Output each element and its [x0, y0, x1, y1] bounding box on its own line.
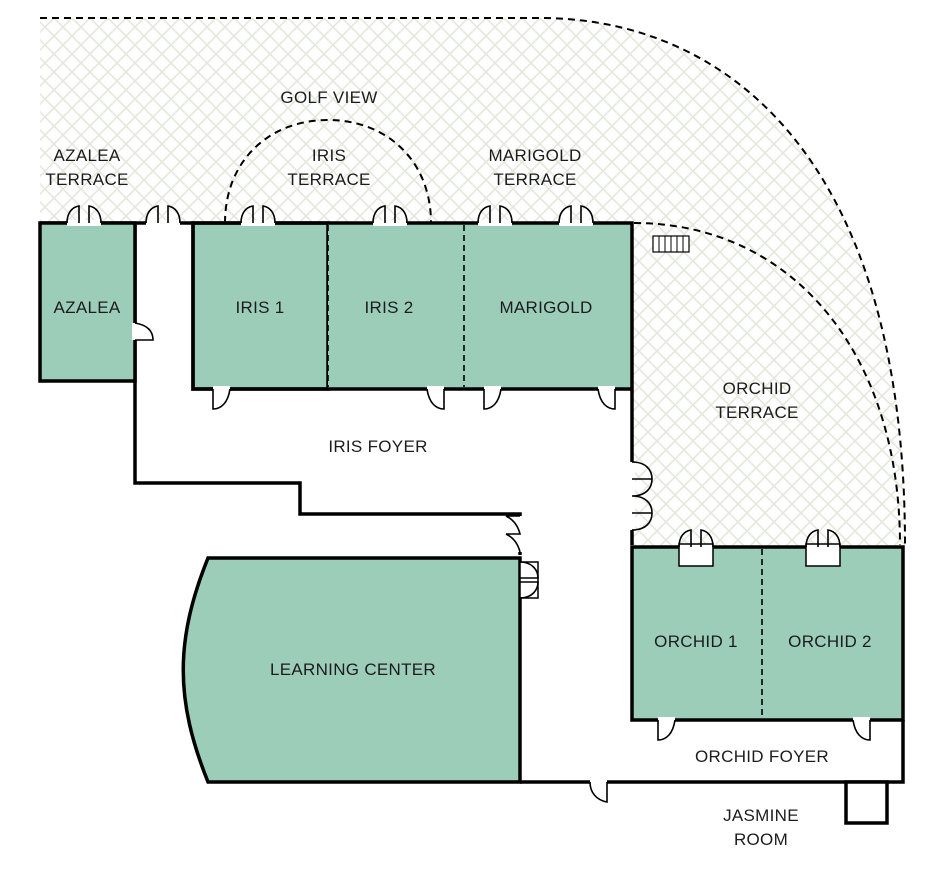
orchid-foyer-walls: [520, 720, 905, 784]
door-swing-icon[interactable]: [212, 386, 231, 410]
learning-center-label: LEARNING CENTER: [270, 660, 436, 679]
iris-2-room[interactable]: [328, 223, 464, 389]
jasmine-room-label-2: ROOM: [734, 830, 788, 849]
azalea-terrace-label-1: AZALEA: [54, 146, 121, 165]
orchid-outline: [630, 545, 905, 722]
orchid-2-room[interactable]: [762, 547, 903, 720]
iris-terrace-label-1: IRIS: [312, 146, 346, 165]
marigold-room[interactable]: [464, 223, 632, 389]
orchid-2-label: ORCHID 2: [788, 632, 872, 651]
marigold-terrace-label-2: TERRACE: [493, 170, 576, 189]
door-swing-icon[interactable]: [66, 205, 102, 226]
orchid-terrace-label-1: ORCHID: [723, 379, 792, 398]
jasmine-room-label-1: JASMINE: [723, 806, 799, 825]
iris-foyer-label: IRIS FOYER: [328, 437, 427, 456]
door-swing-icon[interactable]: [505, 515, 523, 553]
golf-view-label: GOLF VIEW: [280, 88, 377, 107]
door-swing-icon[interactable]: [483, 386, 502, 410]
door-swing-icon[interactable]: [426, 386, 445, 410]
door-swing-icon[interactable]: [589, 779, 608, 803]
iris-terrace-boundary: [224, 118, 432, 224]
door-swing-icon[interactable]: [805, 529, 841, 567]
door-swing-icon[interactable]: [597, 386, 616, 410]
door-swing-icon[interactable]: [629, 461, 653, 531]
stairs-icon: [652, 235, 690, 253]
orchid-terrace-label-2: TERRACE: [715, 403, 798, 422]
door-swing-icon[interactable]: [240, 205, 276, 226]
azalea-room[interactable]: [38, 221, 137, 383]
door-swing-icon[interactable]: [145, 205, 181, 226]
marigold-terrace-label-1: MARIGOLD: [488, 146, 581, 165]
door-swing-icon[interactable]: [372, 205, 408, 226]
azalea-label: AZALEA: [54, 298, 121, 317]
door-swing-icon[interactable]: [852, 717, 871, 741]
orchid-foyer-label: ORCHID FOYER: [695, 747, 829, 766]
door-swing-icon[interactable]: [519, 561, 539, 599]
marigold-label: MARIGOLD: [499, 298, 592, 317]
door-swing-icon[interactable]: [678, 529, 714, 567]
iris-2-label: IRIS 2: [364, 298, 413, 317]
orchid-1-room[interactable]: [632, 547, 762, 720]
door-swing-icon[interactable]: [558, 205, 594, 226]
iris-1-label: IRIS 1: [235, 298, 284, 317]
learning-center-room[interactable]: [181, 556, 522, 784]
outer-terrace-boundary: [40, 17, 906, 546]
iris-1-room[interactable]: [191, 221, 330, 391]
orchid-terrace-boundary: [633, 222, 901, 546]
jasmine-room-box[interactable]: [844, 780, 889, 825]
door-swing-icon[interactable]: [132, 322, 154, 341]
door-swing-icon[interactable]: [657, 717, 676, 741]
iris-terrace-label-2: TERRACE: [287, 170, 370, 189]
orchid-1-label: ORCHID 1: [654, 632, 738, 651]
terrace-area: [40, 18, 905, 545]
door-swing-icon[interactable]: [477, 205, 513, 226]
azalea-terrace-label-2: TERRACE: [45, 170, 128, 189]
iris-marigold-outline: [191, 221, 634, 391]
